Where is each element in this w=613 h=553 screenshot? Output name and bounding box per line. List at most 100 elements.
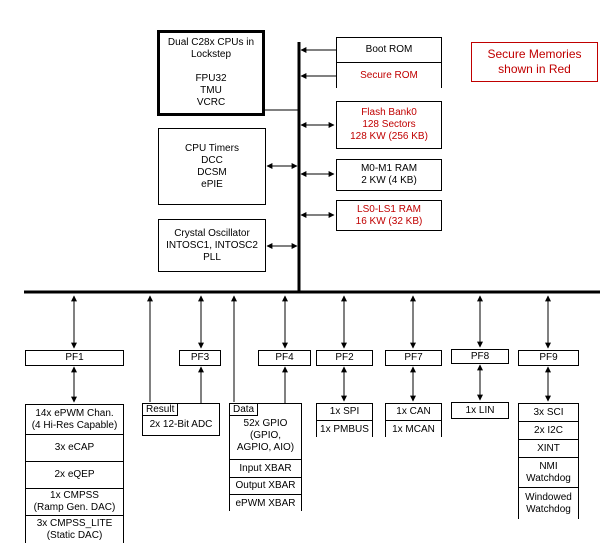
pmbus: 1x PMBUS: [317, 421, 372, 438]
pf7-peripherals: 1x CAN 1x MCAN: [385, 403, 442, 438]
xint-label: XINT: [537, 442, 560, 454]
nmi-line2: Watchdog: [526, 472, 571, 484]
cmpss-lite-line1: 3x CMPSS_LITE: [36, 518, 113, 529]
cpu-line3: FPU32: [195, 73, 227, 84]
cmpss-line2: (Ramp Gen. DAC): [33, 502, 116, 513]
lin: 1x LIN: [451, 402, 509, 419]
legend-line2: shown in Red: [498, 62, 571, 76]
osc-line3: PLL: [203, 251, 221, 263]
epwm-xbar-label: ePWM XBAR: [235, 497, 296, 509]
gpio-line1: 52x GPIO: [243, 417, 288, 429]
mcan: 1x MCAN: [386, 421, 441, 438]
pf1-peripherals: 14x ePWM Chan. (4 Hi-Res Capable) 3x eCA…: [25, 404, 124, 544]
pf3-frame: PF3: [179, 350, 221, 366]
cpu-block: Dual C28x CPUs in Lockstep FPU32 TMU VCR…: [157, 30, 265, 116]
pf9-label: PF9: [539, 352, 558, 363]
pf9-peripherals: 3x SCI 2x I2C XINT NMI Watchdog Windowed…: [518, 403, 579, 520]
timers-line2: DCC: [201, 154, 223, 166]
windowed-watchdog: Windowed Watchdog: [519, 488, 578, 520]
can-label: 1x CAN: [396, 406, 431, 417]
pf3-label: PF3: [190, 352, 210, 363]
input-xbar: Input XBAR: [230, 460, 301, 478]
pf2-frame: PF2: [316, 350, 373, 366]
epwm-line1: 14x ePWM Chan.: [35, 407, 114, 419]
nmi-line1: NMI: [539, 460, 558, 472]
boot-rom-label: Boot ROM: [365, 44, 413, 55]
flash-line1: Flash Bank0: [361, 107, 417, 118]
m0m1-line1: M0-M1 RAM: [360, 163, 418, 174]
adc-label: 2x 12-Bit ADC: [149, 418, 213, 430]
wwd-line1: Windowed: [525, 492, 572, 503]
ls0ls1-ram: LS0-LS1 RAM 16 KW (32 KB): [336, 200, 442, 231]
secure-rom-label: Secure ROM: [360, 69, 418, 81]
output-xbar-label: Output XBAR: [235, 480, 296, 491]
mcan-label: 1x MCAN: [392, 423, 435, 435]
cpu-line1: Dual C28x CPUs in: [167, 37, 255, 48]
output-xbar: Output XBAR: [230, 478, 301, 495]
spi: 1x SPI: [317, 404, 372, 421]
osc-line1: Crystal Oscillator: [174, 227, 250, 239]
can: 1x CAN: [386, 404, 441, 421]
gpio-data-tag: Data: [229, 403, 259, 416]
ecap-label: 3x eCAP: [54, 442, 95, 453]
adc-result-tag: Result: [142, 403, 179, 416]
adc-block: Result 2x 12-Bit ADC: [142, 403, 220, 436]
lin-label: 1x LIN: [465, 404, 495, 416]
cmpss-lite: 3x CMPSS_LITE (Static DAC): [26, 516, 123, 544]
m0m1-ram: M0-M1 RAM 2 KW (4 KB): [336, 159, 442, 191]
nmi-watchdog: NMI Watchdog: [519, 458, 578, 488]
pf1-label: PF1: [65, 352, 84, 363]
pf9-frame: PF9: [518, 350, 579, 366]
pf7-frame: PF7: [385, 350, 442, 366]
gpio-block: Data 52x GPIO (GPIO, AGPIO, AIO) Input X…: [229, 403, 302, 512]
pf7-label: PF7: [404, 352, 423, 363]
ecap: 3x eCAP: [26, 435, 123, 462]
pf8-frame: PF8: [451, 349, 509, 364]
ls0ls1-line1: LS0-LS1 RAM: [357, 203, 421, 215]
input-xbar-label: Input XBAR: [239, 462, 292, 474]
timers-line1: CPU Timers: [185, 142, 239, 154]
cmpss: 1x CMPSS (Ramp Gen. DAC): [26, 489, 123, 516]
timers-line3: DCSM: [197, 166, 227, 178]
flash-bank: Flash Bank0 128 Sectors 128 KW (256 KB): [336, 101, 442, 149]
pmbus-label: 1x PMBUS: [320, 423, 369, 435]
pf2-label: PF2: [335, 352, 354, 363]
timers-line4: ePIE: [201, 178, 223, 190]
cpu-line4: TMU: [200, 85, 222, 96]
pf2-peripherals: 1x SPI 1x PMBUS: [316, 403, 373, 438]
i2c-label: 2x I2C: [534, 424, 563, 436]
cmpss-line1: 1x CMPSS: [50, 490, 99, 501]
secure-legend: Secure Memories shown in Red: [471, 42, 598, 82]
secure-rom: Secure ROM: [337, 63, 441, 88]
osc-line2: INTOSC1, INTOSC2: [166, 239, 258, 251]
cmpss-lite-line2: (Static DAC): [46, 530, 103, 541]
gpio-main: Data 52x GPIO (GPIO, AGPIO, AIO): [229, 403, 301, 460]
rom-stack: Boot ROM Secure ROM: [336, 37, 442, 88]
flash-line2: 128 Sectors: [362, 119, 416, 130]
eqep-label: 2x eQEP: [54, 469, 95, 480]
m0m1-line2: 2 KW (4 KB): [361, 175, 417, 186]
gpio-line3: AGPIO, AIO): [236, 441, 295, 453]
xint: XINT: [519, 440, 578, 458]
pf1-frame: PF1: [25, 350, 124, 366]
sci: 3x SCI: [519, 404, 578, 422]
cpu-line5: VCRC: [196, 97, 226, 108]
cpu-line2: Lockstep: [190, 49, 232, 60]
sci-label: 3x SCI: [533, 406, 564, 418]
wwd-line2: Watchdog: [526, 504, 571, 515]
legend-line1: Secure Memories: [487, 47, 582, 61]
timers-block: CPU Timers DCC DCSM ePIE: [158, 128, 266, 205]
flash-line3: 128 KW (256 KB): [350, 131, 428, 142]
oscillator-block: Crystal Oscillator INTOSC1, INTOSC2 PLL: [158, 219, 266, 272]
i2c: 2x I2C: [519, 422, 578, 440]
boot-rom: Boot ROM: [337, 38, 441, 63]
ls0ls1-line2: 16 KW (32 KB): [355, 215, 423, 227]
pf4-frame: PF4: [258, 350, 311, 366]
spi-label: 1x SPI: [329, 406, 360, 417]
pf8-label: PF8: [470, 350, 490, 362]
epwm-line2: (4 Hi-Res Capable): [31, 419, 118, 431]
epwm-xbar: ePWM XBAR: [230, 495, 301, 512]
epwm: 14x ePWM Chan. (4 Hi-Res Capable): [26, 405, 123, 435]
